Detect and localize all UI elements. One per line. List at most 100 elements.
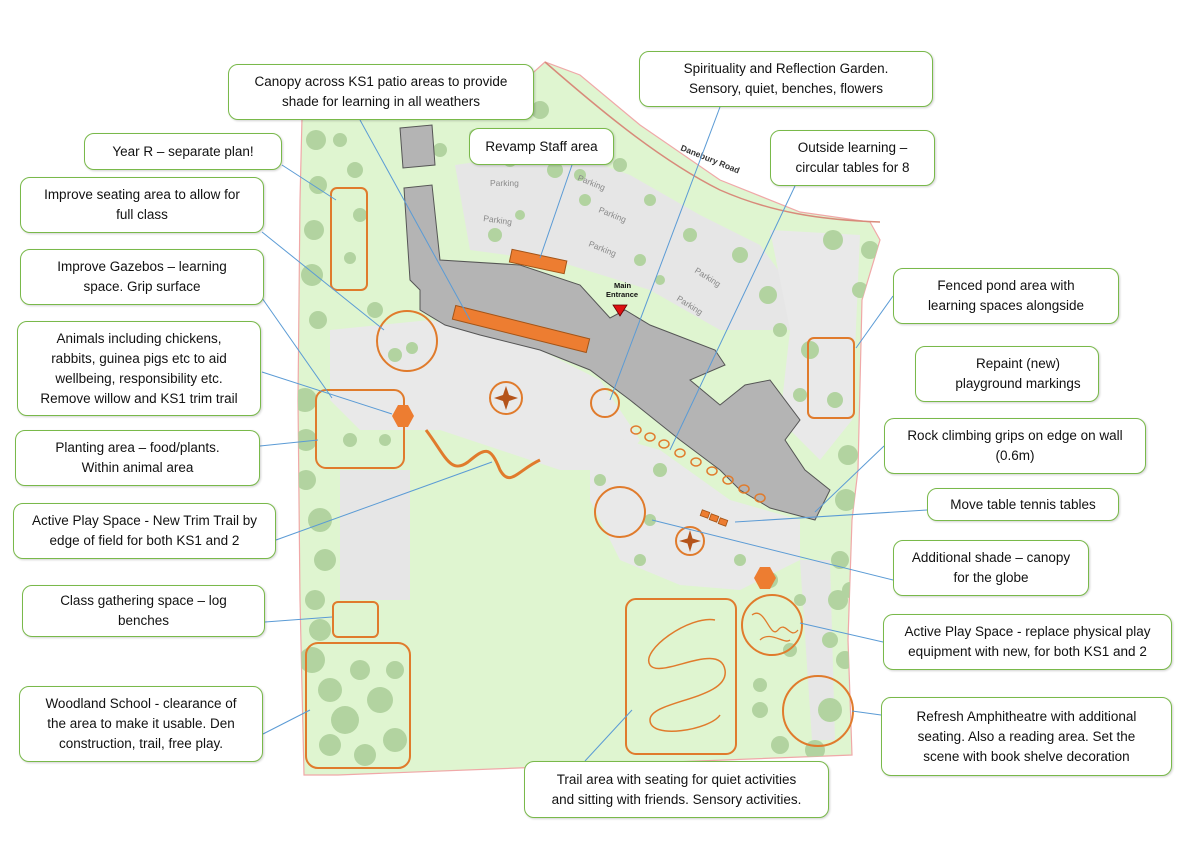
road-edge — [544, 61, 881, 223]
tree — [333, 133, 347, 147]
tree — [644, 514, 656, 526]
tree — [318, 678, 342, 702]
tree — [379, 434, 391, 446]
callout-canopy-ks1: Canopy across KS1 patio areas to provide… — [228, 64, 534, 120]
tree — [515, 210, 525, 220]
tree — [347, 162, 363, 178]
parking-area — [455, 150, 800, 330]
callout-animals: Animals including chickens,rabbits, guin… — [17, 321, 261, 416]
leader-canopy-ks1 — [359, 119, 471, 321]
tree — [309, 311, 327, 329]
marking-star-ks2 — [679, 530, 701, 552]
tree — [753, 678, 767, 692]
tree — [823, 230, 843, 250]
tree — [309, 619, 331, 641]
main-entrance-marker — [612, 304, 628, 317]
entrance-label-2: Entrance — [606, 290, 638, 299]
path-east — [800, 560, 835, 740]
tree — [752, 702, 768, 718]
callout-outside-learning: Outside learning –circular tables for 8 — [770, 130, 935, 186]
tree — [383, 728, 407, 752]
circular-table — [738, 484, 750, 494]
circular-table — [630, 425, 642, 435]
outside-learning-circle — [590, 388, 620, 418]
tree — [298, 429, 317, 451]
play-hexagon — [754, 567, 776, 589]
circular-table — [706, 466, 718, 476]
circular-table — [722, 475, 734, 485]
callout-spirituality: Spirituality and Reflection Garden.Senso… — [639, 51, 933, 107]
tree — [531, 101, 549, 119]
tree — [634, 254, 646, 266]
globe-circle — [594, 486, 646, 538]
tree — [367, 687, 393, 713]
tree — [734, 554, 746, 566]
circular-table — [658, 439, 670, 449]
tree — [367, 302, 383, 318]
tree — [354, 744, 376, 766]
main-building — [403, 184, 831, 521]
woodland-outline — [305, 642, 411, 769]
staff-area-canopy — [508, 248, 568, 275]
tree — [386, 661, 404, 679]
tree — [319, 734, 341, 756]
tree — [644, 194, 656, 206]
tree — [801, 341, 819, 359]
tree — [771, 736, 789, 754]
tree — [547, 162, 563, 178]
circular-tables — [630, 425, 766, 503]
callout-trail-area: Trail area with seating for quiet activi… — [524, 761, 829, 818]
callout-table-tennis: Move table tennis tables — [927, 488, 1119, 521]
table-tennis-tables — [699, 509, 729, 527]
tree — [613, 158, 627, 172]
leader-revamp-staff — [539, 164, 573, 259]
marking-star-ks1 — [494, 386, 518, 410]
tree — [344, 252, 356, 264]
circular-table — [690, 457, 702, 467]
tree — [353, 208, 367, 222]
leader-pond — [855, 295, 894, 349]
ks1-patio-canopy — [451, 304, 591, 354]
tree — [773, 323, 787, 337]
tree — [406, 342, 418, 354]
leader-seating-class — [261, 231, 385, 331]
trail-area-outline — [625, 598, 737, 755]
tree — [794, 594, 806, 606]
entrance-label-1: Main — [614, 281, 632, 290]
circular-table — [754, 493, 766, 503]
leader-active-play — [799, 622, 884, 643]
animal-hexagon — [392, 405, 414, 427]
tree — [838, 445, 858, 465]
leader-planting — [259, 439, 319, 447]
tree — [793, 388, 807, 402]
circular-table — [644, 432, 656, 442]
marking-circle-ks2 — [675, 526, 705, 556]
leader-outside-learning — [669, 185, 796, 451]
leader-table-tennis — [734, 509, 928, 523]
callout-active-play-equipment: Active Play Space - replace physical pla… — [883, 614, 1172, 670]
leader-animals — [261, 371, 393, 415]
leader-lines — [259, 106, 928, 762]
tree — [634, 554, 646, 566]
svg-text:Parking: Parking — [483, 213, 513, 227]
tree — [732, 247, 748, 263]
callout-year-r: Year R – separate plan! — [84, 133, 282, 170]
svg-text:Parking: Parking — [490, 178, 519, 188]
callout-repaint: Repaint (new)playground markings — [915, 346, 1099, 402]
tree — [350, 660, 370, 680]
tree — [579, 194, 591, 206]
tree — [759, 286, 777, 304]
playground-ks2 — [590, 430, 800, 590]
tree — [655, 275, 665, 285]
tree — [298, 388, 317, 412]
leader-trim-trail — [275, 461, 493, 541]
year-r-outline — [330, 187, 368, 291]
tree — [304, 220, 324, 240]
leader-amphitheatre — [851, 710, 882, 716]
